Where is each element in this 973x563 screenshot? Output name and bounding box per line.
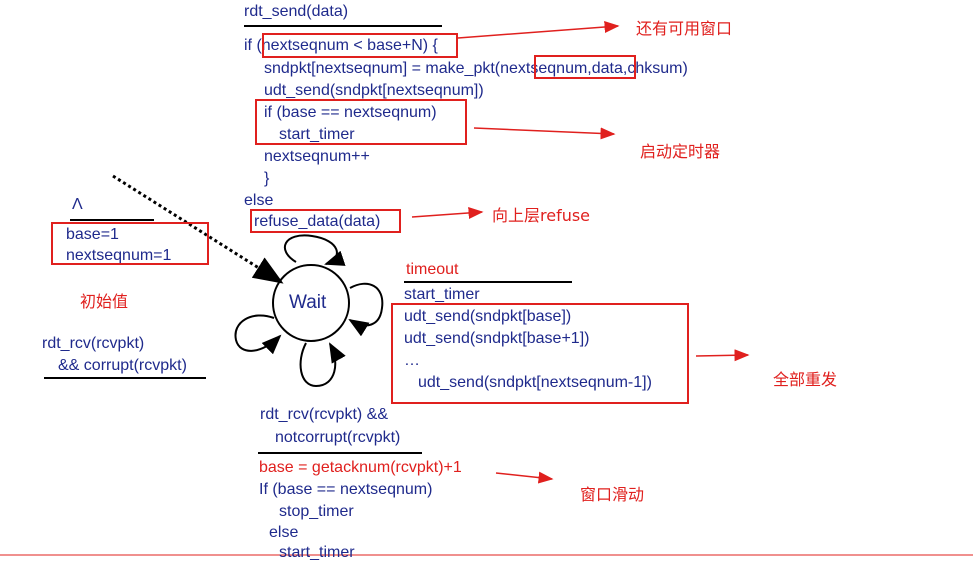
send-line-make-pkt: sndpkt[nextseqnum] = make_pkt(nextseqnum… [264,60,688,77]
send-line-refuse: refuse_data(data) [254,213,381,230]
ack-line-getacknum: base = getacknum(rcvpkt)+1 [259,459,462,476]
send-line-increment: nextseqnum++ [264,148,370,165]
send-event-rule [244,25,442,27]
arrow-window-available [457,21,620,39]
highlight-nextseqnum-arg [534,55,636,79]
highlight-resend [391,303,689,404]
send-line-else: else [244,192,274,209]
send-line-if: if (nextseqnum < base+N) { [244,37,438,54]
arrow-refuse-upper [411,206,484,219]
ack-line-start-timer: start_timer [279,544,355,561]
wait-state-label: Wait [289,292,327,313]
self-loop-left [234,314,282,355]
timeout-send-base-plus-1: udt_send(sndpkt[base+1]) [404,330,590,347]
ack-rule [258,452,422,454]
init-base: base=1 [66,226,119,243]
self-loop-bottom [299,342,346,388]
self-loop-right [348,282,384,337]
ack-line-else: else [269,524,299,541]
send-line-start-timer: start_timer [279,126,355,143]
ack-label-line-1: rdt_rcv(rcvpkt) && [260,406,389,423]
ack-line-stop-timer: stop_timer [279,503,354,520]
note-refuse-upper: 向上层refuse [492,206,591,225]
timeout-rule [404,281,572,283]
arrow-resend-all [695,349,750,362]
highlight-refuse [250,209,401,233]
init-lambda: Λ [72,196,83,213]
corrupt-rule [44,377,206,379]
timeout-label: timeout [406,261,459,278]
send-event-label: rdt_send(data) [244,3,349,20]
wait-state-circle [272,264,350,342]
init-nextseqnum: nextseqnum=1 [66,247,172,264]
send-line-close-brace: } [264,170,270,187]
timeout-send-base: udt_send(sndpkt[base]) [404,308,572,325]
note-window-available: 还有可用窗口 [636,19,733,38]
corrupt-line-1: rdt_rcv(rcvpkt) [42,335,145,352]
self-loop-top [284,234,346,266]
arrow-window-slide [495,471,554,484]
send-line-udt-send: udt_send(sndpkt[nextseqnum]) [264,82,484,99]
timeout-start-timer: start_timer [404,286,480,303]
ack-line-if: If (base == nextseqnum) [259,481,433,498]
init-rule [70,219,154,221]
highlight-window-check [262,33,458,58]
highlight-start-timer [255,99,467,145]
timeout-send-last: udt_send(sndpkt[nextseqnum-1]) [418,374,652,391]
note-window-slide: 窗口滑动 [580,485,645,504]
corrupt-line-2: && corrupt(rcvpkt) [58,357,187,374]
send-line-if-base: if (base == nextseqnum) [264,104,437,121]
arrow-start-timer [473,127,616,140]
ack-label-line-2: notcorrupt(rcvpkt) [275,429,401,446]
init-note: 初始值 [80,292,129,311]
note-start-timer: 启动定时器 [640,142,721,161]
timeout-ellipsis: … [404,352,420,369]
highlight-init [51,222,209,265]
note-resend-all: 全部重发 [773,370,838,389]
